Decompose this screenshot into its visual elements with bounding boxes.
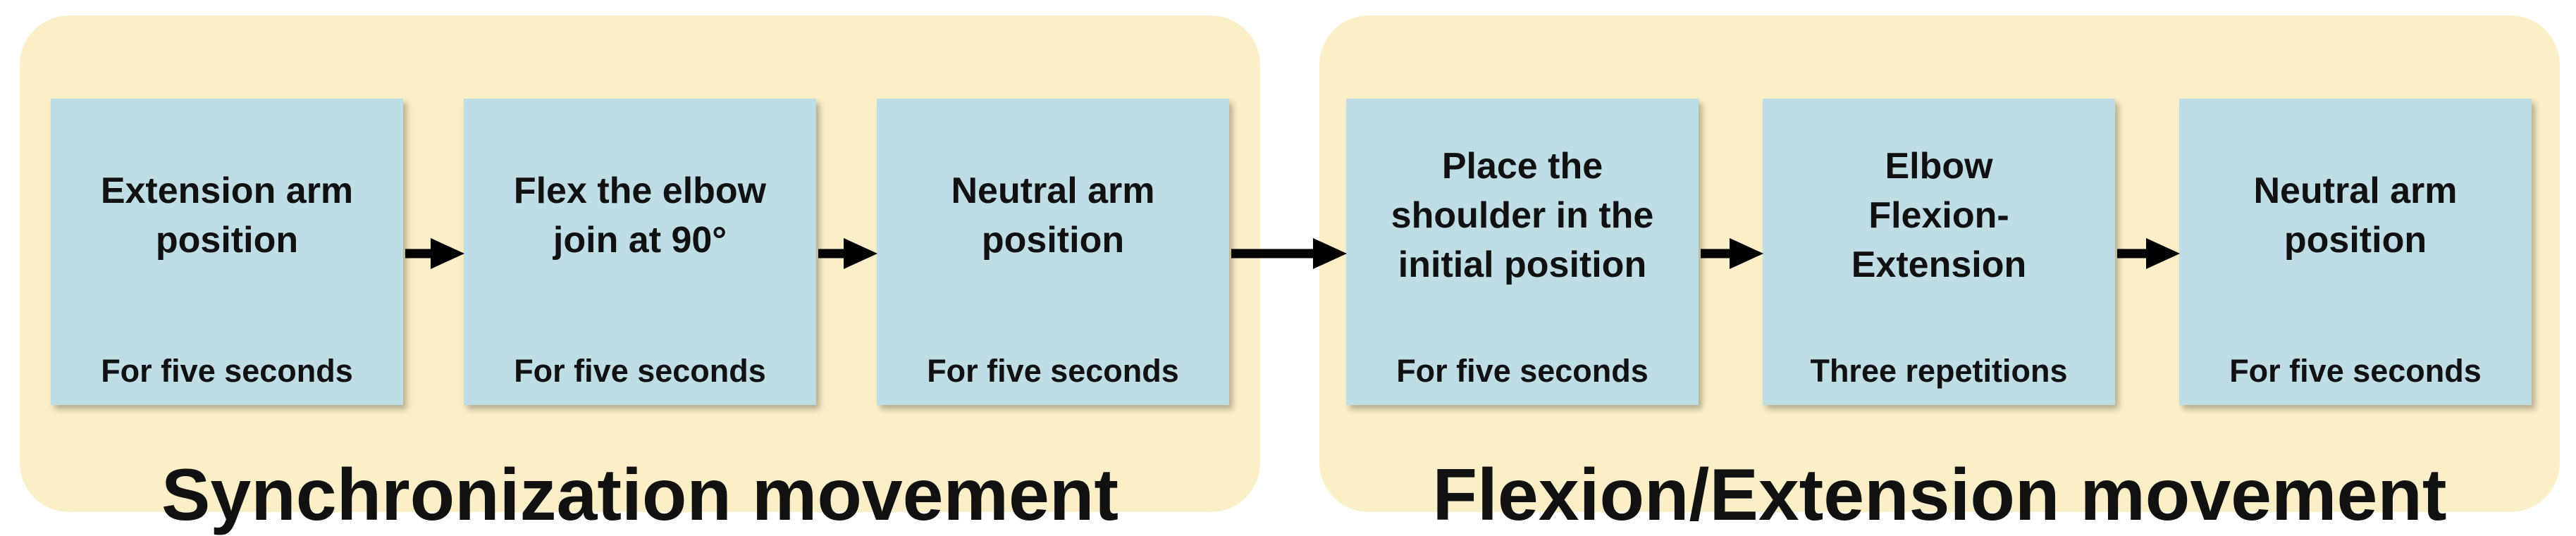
- arrow-right-icon: [405, 238, 464, 269]
- arrow-right-icon: [818, 238, 877, 269]
- step-flex-elbow: Flex the elbow join at 90° For five seco…: [464, 99, 816, 405]
- step-extension-arm: Extension arm position For five seconds: [51, 99, 403, 405]
- step-elbow-flexion-extension: Elbow Flexion-Extension Three repetition…: [1763, 99, 2115, 405]
- step-place-shoulder: Place the shoulder in the initial positi…: [1346, 99, 1699, 405]
- arrow-right-icon: [2117, 238, 2180, 269]
- step-label: Neutral arm position: [2253, 170, 2458, 261]
- step-label: Place the shoulder in the initial positi…: [1391, 145, 1654, 285]
- step-label: Elbow Flexion-Extension: [1851, 145, 2027, 285]
- arrow-right-icon: [1231, 238, 1347, 269]
- step-duration: For five seconds: [514, 353, 766, 389]
- flexion-extension-title: Flexion/Extension movement: [1432, 454, 2447, 536]
- step-duration: For five seconds: [1396, 353, 1648, 389]
- step-neutral-arm-2: Neutral arm position For five seconds: [2179, 99, 2532, 405]
- synchronization-title: Synchronization movement: [161, 454, 1118, 536]
- step-duration: For five seconds: [2229, 353, 2482, 389]
- step-label: Neutral arm position: [951, 170, 1155, 261]
- arrow-right-icon: [1701, 238, 1763, 269]
- step-duration: For five seconds: [927, 353, 1179, 389]
- step-duration: Three repetitions: [1810, 353, 2068, 389]
- step-label: Flex the elbow join at 90°: [513, 170, 767, 261]
- step-neutral-arm-1: Neutral arm position For five seconds: [877, 99, 1229, 405]
- step-label: Extension arm position: [100, 170, 354, 261]
- step-duration: For five seconds: [101, 353, 353, 389]
